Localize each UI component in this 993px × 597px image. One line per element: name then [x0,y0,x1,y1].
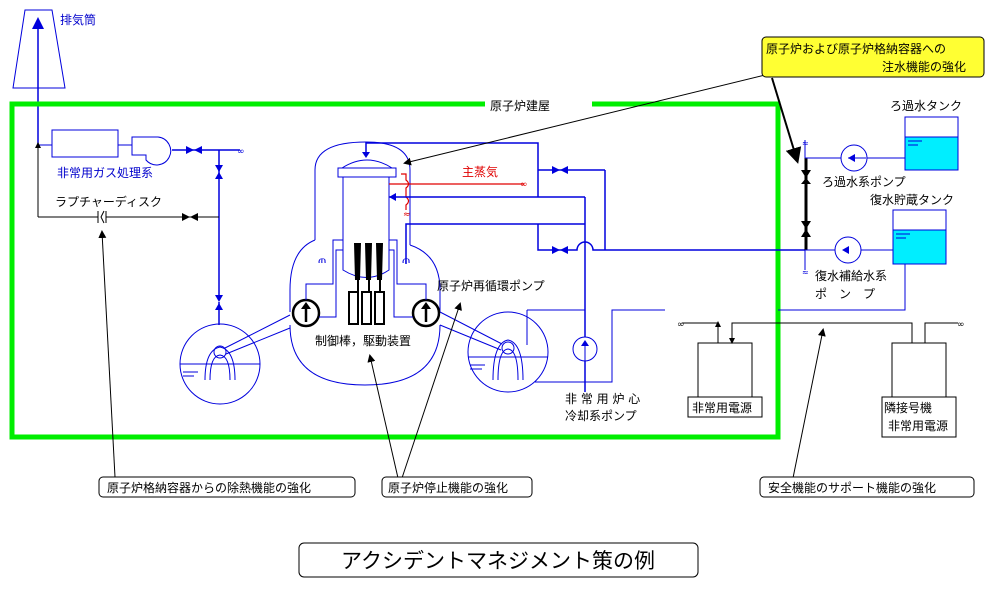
condensate-storage-tank [778,209,947,311]
adjacent-power-box [881,396,957,438]
exhaust-stack [12,9,66,145]
eccs-pump-label-2: 冷却系ポンプ [565,409,637,423]
water-injection-callout-line2: 注水機能の強化 [882,59,966,74]
rupture-disk-label: ラプチャーディスク [55,194,162,209]
diagram-title: アクシデントマネジメント策の例 [341,549,655,573]
stack-label: 排気筒 [60,12,96,27]
adjacent-power-label-1: 隣接号機 [884,400,932,415]
control-rod-label: 制御棒，駆動装置 [315,333,411,348]
shutdown-callout-text: 原子炉停止機能の強化 [388,480,508,495]
main-steam-label: 主蒸気 [462,164,498,179]
adjacent-power-label-2: 非常用電源 [888,419,948,433]
svg-text:∞: ∞ [677,320,685,330]
injection-piping [362,142,805,392]
water-injection-callout [761,36,985,78]
main-steam-line: ∞ ≈ [389,173,528,220]
title-box [298,542,699,578]
gas-treatment-label: 非常用ガス処理系 [57,166,153,180]
svg-text:∞: ∞ [237,147,245,157]
shutdown-callout [381,476,533,498]
makeup-pump-label-1: 復水補給水系 [815,268,887,283]
makeup-pump-label-2: ポ ン プ [815,287,875,301]
filtered-water-pump-label: ろ過水系ポンプ [822,175,906,189]
water-injection-callout-line1: 原子炉および原子炉格納容器への [766,41,946,56]
heat-removal-callout [98,476,356,498]
svg-text:≈: ≈ [802,268,809,277]
spray-header-left: ጠ [318,255,326,266]
containment-vessel [289,141,441,386]
recirc-pump-label: 原子炉再循環ポンプ [437,279,545,293]
callout-leaders [98,74,826,479]
svg-text:≈: ≈ [802,139,809,148]
emergency-power-label: 非常用電源 [692,401,752,415]
eccs-pump [572,309,665,383]
filtered-water-tank-label: ろ過水タンク [890,99,962,113]
eccs-pump-label-1: 非 常 用 炉 心 [565,392,640,406]
external-water-injection: ≈ ≈ [801,139,905,277]
heat-removal-callout-text: 原子炉格納容器からの除熱機能の強化 [107,480,311,495]
reactor-pressure-vessel [337,159,397,325]
svg-text:∞: ∞ [957,320,965,330]
gas-treatment-system: ∞ [38,129,245,302]
emergency-power-box [687,396,763,418]
filtered-water-tank [904,116,959,171]
suppression-pool-left [179,302,291,405]
recirculation-pump-left [291,239,343,328]
support-callout [759,476,975,498]
condensate-tank-label: 復水貯蔵タンク [870,192,954,207]
svg-text:≈: ≈ [403,210,411,220]
power-supply-lines: ∞ ∞ [677,320,965,399]
recirculation-pump-right [389,239,441,328]
building-label: 原子炉建屋 [490,99,550,113]
reactor-building-outline [9,101,781,440]
support-callout-text: 安全機能のサポート機能の強化 [768,480,936,495]
suppression-pool-right [439,309,585,393]
svg-text:∞: ∞ [520,180,528,190]
rupture-disk-line [35,142,219,224]
